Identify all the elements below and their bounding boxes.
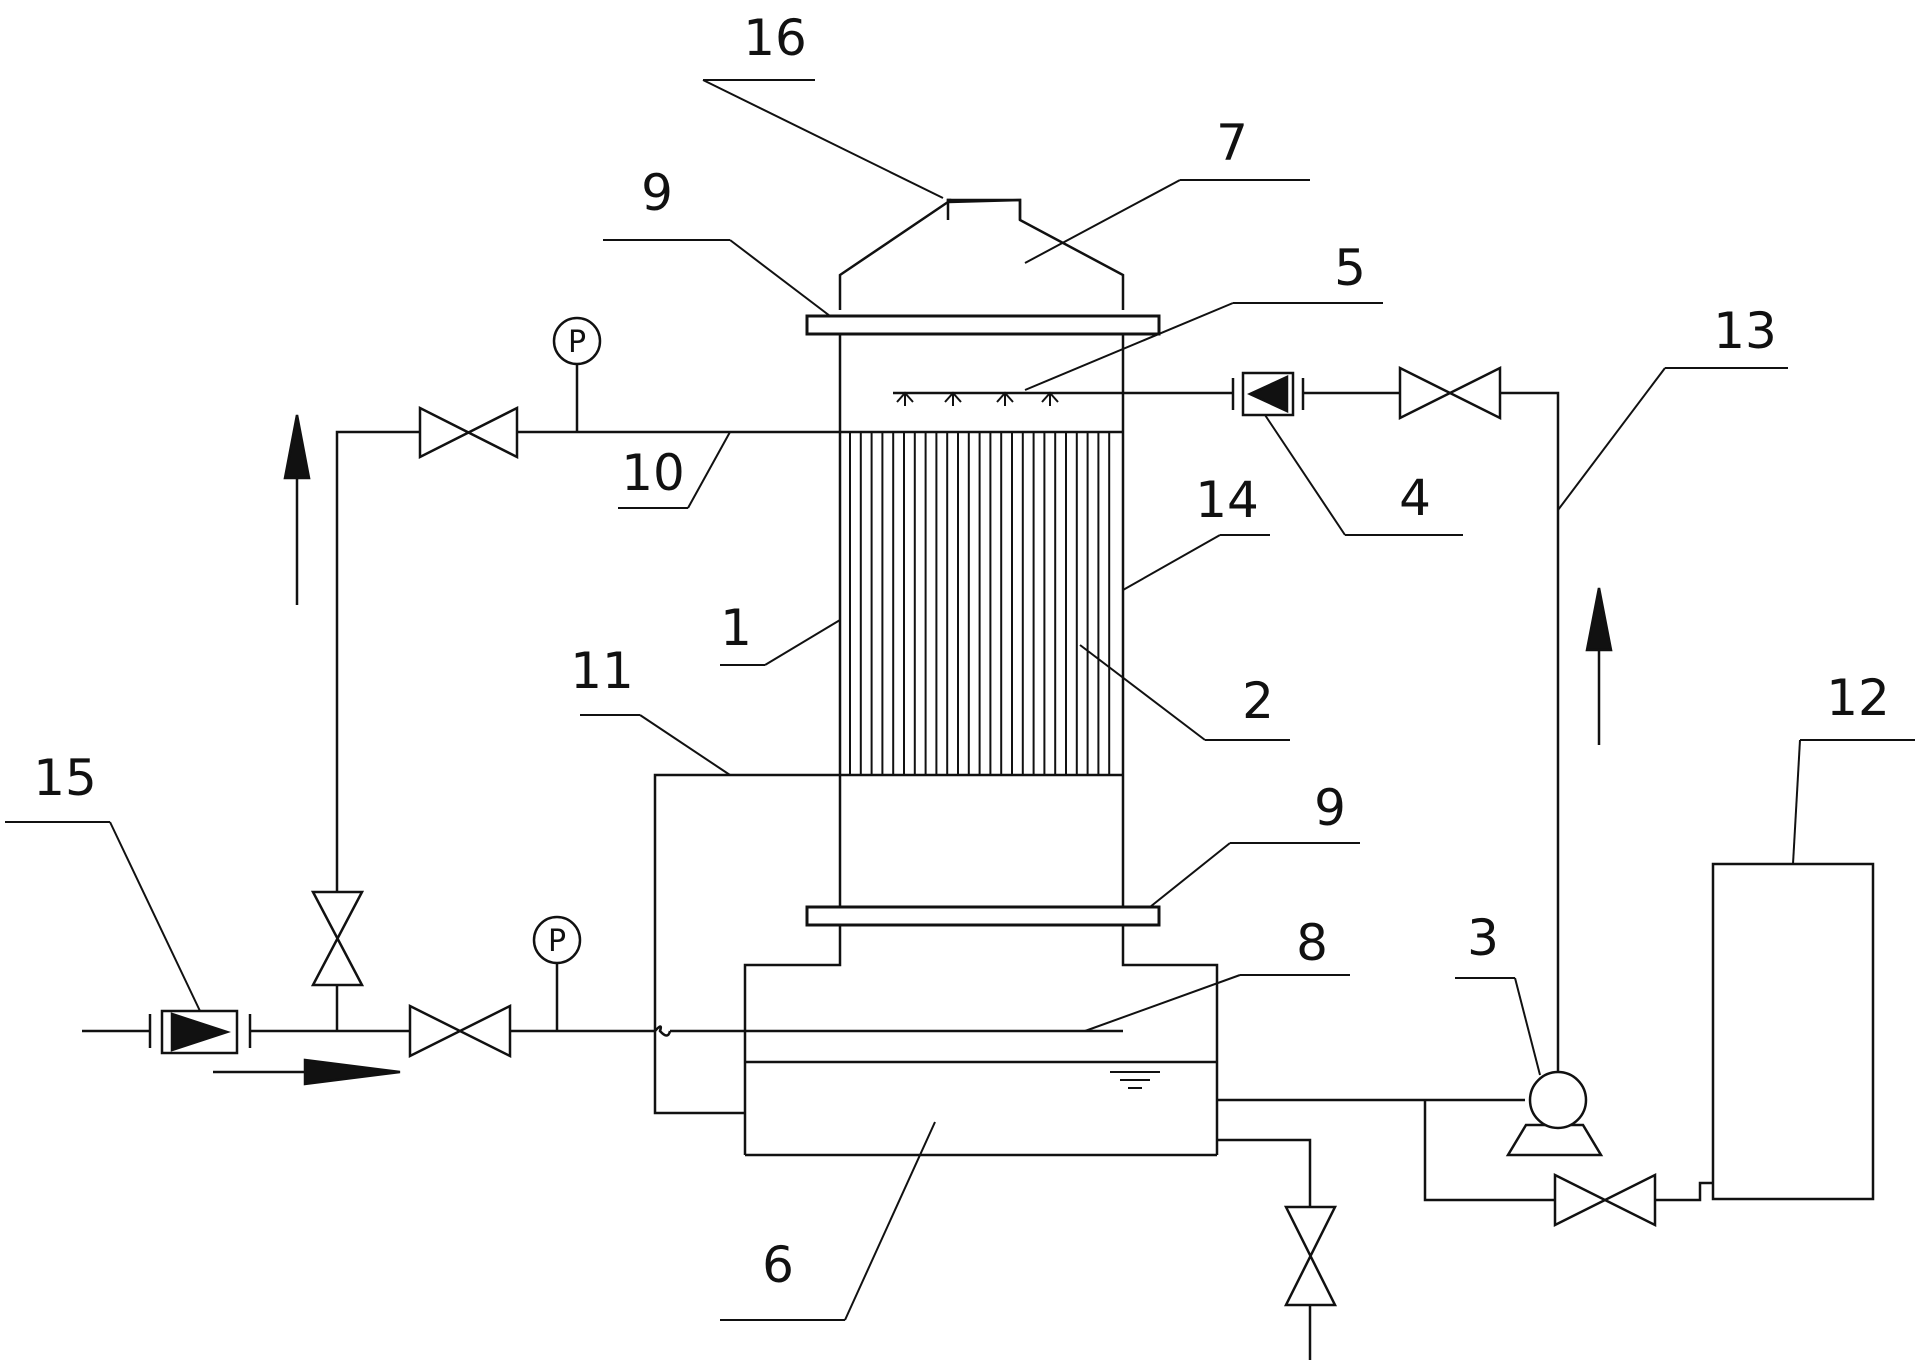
label-10: 10 <box>621 444 685 502</box>
top-flange <box>805 314 1161 336</box>
valve-top-right <box>1398 365 1502 421</box>
pump-body <box>1528 1070 1588 1130</box>
flow-arrow-up-left <box>283 414 311 480</box>
liquid-level-symbol <box>1110 1071 1160 1089</box>
spray-nozzle <box>996 391 1014 406</box>
label-7: 7 <box>1216 114 1248 172</box>
flowmeter-4 <box>1241 371 1295 417</box>
bottom-flange <box>805 905 1161 927</box>
pressure-gauge-bottom <box>532 915 582 965</box>
top-outlet-16 <box>946 198 1022 220</box>
pump-base <box>1505 1123 1604 1157</box>
pipe-11 <box>653 773 840 1115</box>
flow-arrow-up-right <box>1585 587 1613 652</box>
label-1: 1 <box>720 599 752 657</box>
valve-pipe-10 <box>418 405 519 460</box>
label-6: 6 <box>762 1236 794 1294</box>
valve-drain <box>1283 1205 1338 1307</box>
callouts: 16 7 9 5 13 10 4 14 1 2 <box>5 9 1915 1321</box>
tower-neck-right <box>1121 925 1219 1155</box>
pressure-gauge-top <box>552 316 602 366</box>
label-12: 12 <box>1826 669 1890 727</box>
spray-assembly <box>893 365 1560 1076</box>
tube-bundle <box>840 430 1123 777</box>
spray-nozzle <box>1041 391 1059 406</box>
spray-nozzle <box>896 391 914 406</box>
tower <box>743 198 1219 1155</box>
spray-nozzles <box>896 391 1059 406</box>
pressure-gauge-bottom-label: P <box>548 924 566 959</box>
tube-lines <box>849 432 1111 775</box>
tower-neck-left <box>743 925 842 1155</box>
label-15: 15 <box>33 749 97 807</box>
flowmeter-4-arrow <box>1247 375 1289 413</box>
pipe-crossover <box>654 1025 672 1037</box>
label-9-bottom: 9 <box>1314 779 1346 837</box>
valve-vertical-left <box>310 890 365 987</box>
spray-nozzle <box>944 391 962 406</box>
valve-bottom-right <box>1553 1172 1657 1228</box>
label-2: 2 <box>1242 672 1274 730</box>
label-13: 13 <box>1713 302 1777 360</box>
pressure-gauge-top-label: P <box>568 325 586 360</box>
valve-inlet <box>408 1003 512 1059</box>
label-9-top: 9 <box>641 164 673 222</box>
label-4: 4 <box>1399 469 1431 527</box>
label-14: 14 <box>1195 471 1259 529</box>
label-3: 3 <box>1467 909 1499 967</box>
top-cap <box>838 198 1125 310</box>
flow-arrow-right <box>303 1058 401 1086</box>
tank-12-line <box>1423 862 1875 1228</box>
label-11: 11 <box>570 642 634 700</box>
tank-12 <box>1711 862 1875 1201</box>
label-8: 8 <box>1296 914 1328 972</box>
label-5: 5 <box>1334 239 1366 297</box>
pipe-10: P <box>283 316 840 892</box>
label-16: 16 <box>743 9 807 67</box>
flowmeter-15-arrow <box>170 1012 232 1052</box>
pipe-13-recycle <box>1500 391 1560 1076</box>
pump <box>1505 1070 1604 1157</box>
inlet-line: P <box>82 890 1123 1086</box>
tank <box>745 1060 1525 1360</box>
